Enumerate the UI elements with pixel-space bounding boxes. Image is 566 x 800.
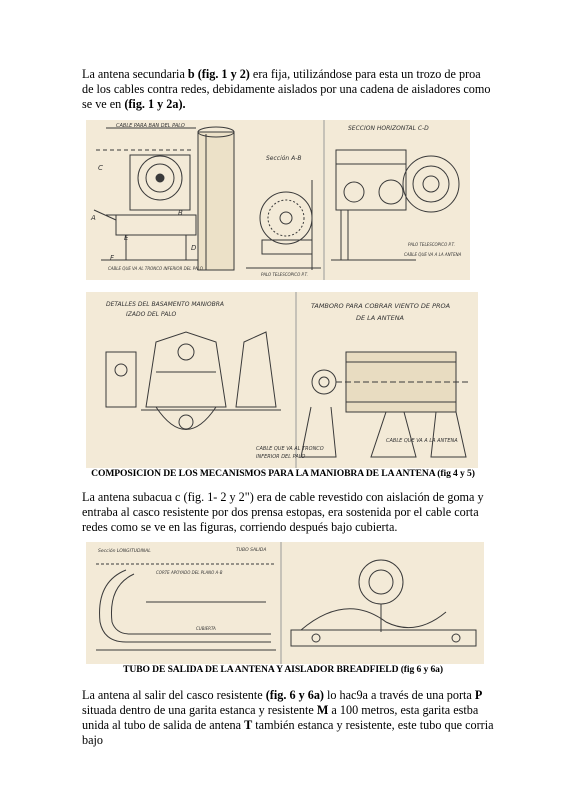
paragraph-antena-subacua: La antena subacua c (fig. 1- 2 y 2") era… — [82, 490, 484, 534]
bold-run: (fig. 6 y 6a) — [265, 688, 324, 702]
label-cable-tronco: CABLE QUE VA AL TRONCO INFERIOR DEL PALO — [108, 266, 203, 271]
bold-run: M — [316, 703, 329, 717]
label-tambor-2: DE LA ANTENA — [356, 314, 404, 322]
label-cable-antena: CABLE QUE VA A LA ANTENA — [404, 252, 462, 257]
label-cable-palo: CABLE PARA BAN DEL PALO — [116, 123, 185, 129]
caption-fig-4-5: COMPOSICION DE LOS MECANISMOS PARA LA MA… — [91, 468, 475, 479]
label-a: A — [90, 214, 96, 222]
drawing-gear-mechanism: CABLE PARA BAN DEL PALO Sección A-B SECC… — [86, 120, 470, 280]
label-b: B — [178, 209, 183, 217]
text-run: lo hac9a a través de una porta — [323, 688, 475, 702]
label-detalles-1: DETALLES DEL BASAMENTO MANIOBRA — [106, 301, 224, 308]
text-run: situada dentro de una garita estanca y r… — [82, 703, 317, 717]
text-run: a 100 metros, esta garita estba unida al… — [82, 703, 479, 732]
bold-run: (fig. 1 y 2a). — [124, 97, 186, 111]
text-run: también estanca y resistente, este tubo … — [82, 718, 494, 747]
label-palo-telescopico-2: PALO TELESCOPICO P.T. — [408, 242, 455, 247]
paragraph-salida-antena: La antena al salir del casco resistente … — [82, 688, 494, 748]
bold-run: T — [244, 718, 253, 732]
label-cable-tronco-2: INFERIOR DEL PALO — [256, 454, 305, 460]
label-seccion-long: Sección LONGITUDINAL — [98, 547, 151, 554]
bold-run: b (fig. 1 y 2) — [187, 67, 250, 81]
label-cubierta: CUBIERTA — [196, 626, 216, 631]
paragraph-antena-secundaria: La antena secundaria b (fig. 1 y 2) era … — [82, 67, 494, 112]
text-run: La antena al salir del casco resistente — [82, 688, 266, 702]
label-tambor-1: TAMBORO PARA COBRAR VIENTO DE PROA — [311, 302, 450, 310]
label-seccion-ab: Sección A-B — [266, 155, 302, 162]
label-cable-antena-2: CABLE QUE VA A LA ANTENA — [386, 438, 458, 444]
label-seccion-cd: SECCION HORIZONTAL C-D — [348, 125, 429, 132]
label-corte: CORTE APOYADO DEL PLANO A-B — [156, 570, 223, 575]
label-cable-tronco-1: CABLE QUE VA AL TRONCO — [256, 446, 324, 452]
drawing-tubo-salida-svg: Sección LONGITUDINAL TUBO SALIDA CORTE A… — [96, 542, 477, 664]
drawing-basamento-tambor-svg: DETALLES DEL BASAMENTO MANIOBRA IZADO DE… — [105, 292, 471, 468]
label-detalles-2: IZADO DEL PALO — [126, 311, 176, 318]
text-run: La antena secundaria — [82, 67, 188, 81]
label-c: C — [98, 164, 103, 172]
drawing-gear-mechanism-svg: CABLE PARA BAN DEL PALO Sección A-B SECC… — [90, 120, 462, 280]
label-palo-telescopico: PALO TELESCOPICO P.T. — [261, 272, 308, 277]
text-run: era fija, utilizándose para esta un troz… — [82, 67, 491, 111]
label-tubo-salida: TUBO SALIDA — [236, 547, 266, 553]
drawing-basamento-tambor: DETALLES DEL BASAMENTO MANIOBRA IZADO DE… — [86, 292, 478, 468]
bold-run: P — [474, 688, 483, 702]
label-e: E — [124, 234, 129, 242]
label-d: D — [191, 244, 197, 252]
label-f: F — [110, 254, 115, 262]
drawing-tubo-salida: Sección LONGITUDINAL TUBO SALIDA CORTE A… — [86, 542, 484, 664]
caption-fig-6-6a: TUBO DE SALIDA DE LA ANTENA Y AISLADOR B… — [123, 664, 443, 675]
